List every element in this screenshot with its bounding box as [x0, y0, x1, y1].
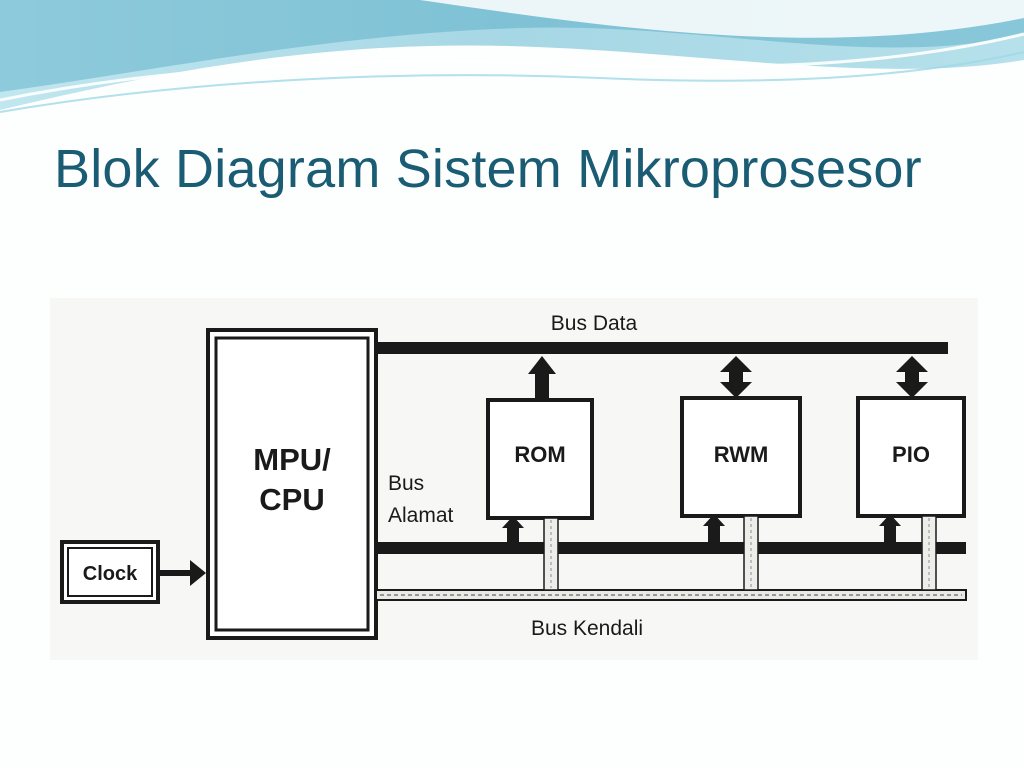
rwm-control-line [743, 515, 759, 591]
rom-address-arrow [502, 516, 524, 542]
block-diagram-svg: MPU/ CPU Clock Bus Data Bu [50, 298, 978, 660]
data-bus-label: Bus Data [551, 312, 638, 335]
pio-control-line [921, 515, 937, 591]
clock-label: Clock [83, 563, 138, 585]
rwm-data-arrow [720, 356, 752, 398]
wave-header-decoration [0, 0, 1024, 113]
control-bus-label: Bus Kendali [531, 617, 643, 640]
rom-block: ROM [486, 398, 594, 520]
rom-label: ROM [514, 442, 565, 467]
pio-address-arrow [879, 514, 901, 542]
mpu-cpu-block: MPU/ CPU [206, 328, 378, 640]
cpu-label: CPU [259, 482, 324, 517]
data-bus: Bus Data [376, 312, 948, 354]
rwm-block: RWM [680, 396, 802, 518]
control-bus: Bus Kendali [375, 589, 967, 640]
rwm-address-arrow [703, 514, 725, 542]
block-diagram: MPU/ CPU Clock Bus Data Bu [50, 298, 978, 660]
address-bus-label-line2: Alamat [388, 504, 454, 527]
slide-title: Blok Diagram Sistem Mikroprosesor [54, 139, 922, 199]
address-bus: Bus Alamat [376, 472, 966, 554]
address-bus-label-line1: Bus [388, 472, 424, 495]
rom-data-arrow [528, 356, 556, 400]
pio-data-arrow [896, 356, 928, 398]
pio-block: PIO [856, 396, 966, 518]
rwm-label: RWM [714, 442, 769, 467]
mpu-label: MPU/ [253, 442, 331, 477]
rom-control-line [543, 517, 559, 591]
clock-arrow [158, 560, 206, 586]
clock-block: Clock [60, 540, 160, 604]
pio-label: PIO [892, 442, 930, 467]
